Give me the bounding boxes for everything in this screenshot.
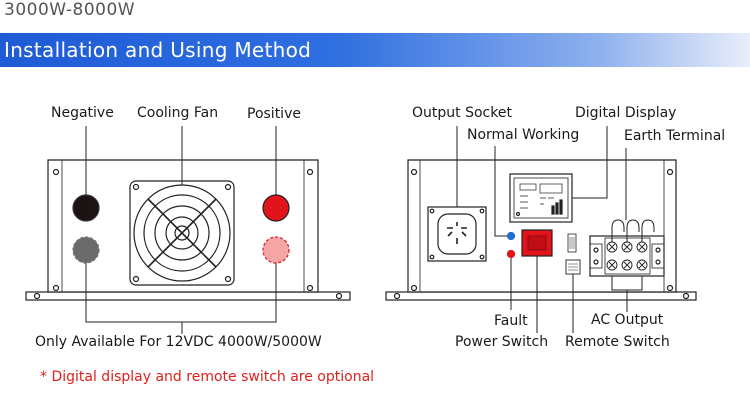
negative-terminal xyxy=(72,194,100,222)
power-switch xyxy=(521,229,553,257)
model-range: 3000W-8000W xyxy=(4,0,136,20)
panel-screws xyxy=(33,168,343,300)
dc-panel xyxy=(25,126,351,334)
label-normal-working: Normal Working xyxy=(467,127,580,143)
label-output-socket: Output Socket xyxy=(412,105,512,121)
negative-terminal-optional xyxy=(72,236,100,264)
fault-led xyxy=(506,249,516,259)
label-digital-display: Digital Display xyxy=(575,105,677,121)
label-negative: Negative xyxy=(51,105,114,121)
label-power-switch: Power Switch xyxy=(455,334,549,350)
label-remote-switch: Remote Switch xyxy=(565,334,670,350)
positive-terminal xyxy=(262,194,290,222)
label-earth-terminal: Earth Terminal xyxy=(624,128,726,144)
normal-working-led xyxy=(506,231,516,241)
section-title: Installation and Using Method xyxy=(4,38,312,62)
section-banner: Installation and Using Method xyxy=(0,33,750,67)
terminal-block-icon xyxy=(589,219,665,277)
label-positive: Positive xyxy=(247,106,301,122)
optional-footnote: * Digital display and remote switch are … xyxy=(40,369,375,385)
label-ac-output: AC Output xyxy=(591,312,664,328)
remote-switch-port xyxy=(565,259,581,275)
ac-panel xyxy=(385,126,697,333)
label-availability-note: Only Available For 12VDC 4000W/5000W xyxy=(35,334,322,350)
label-cooling-fan: Cooling Fan xyxy=(137,105,219,121)
label-fault: Fault xyxy=(494,313,528,329)
positive-terminal-optional xyxy=(262,236,290,264)
panel-screws xyxy=(393,168,690,300)
